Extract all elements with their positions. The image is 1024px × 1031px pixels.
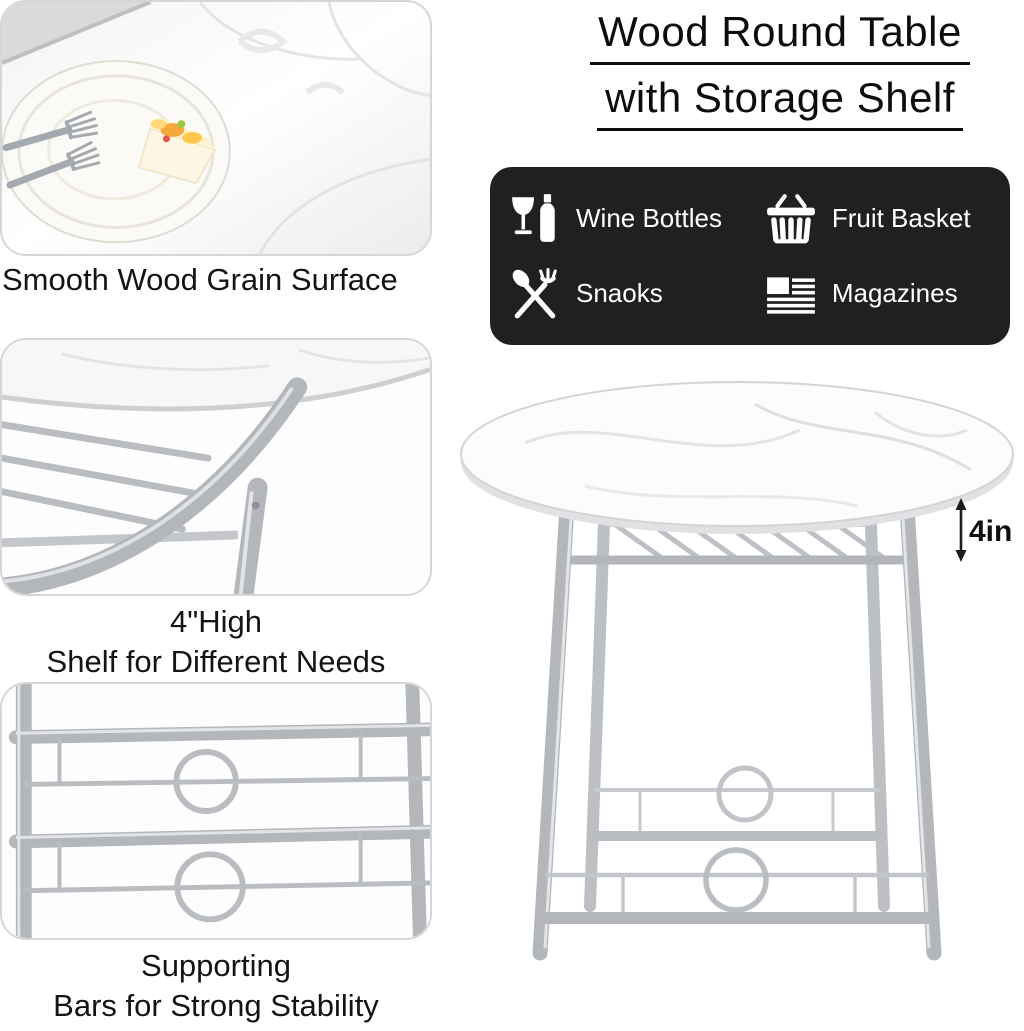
feature-label: Magazines [831,278,958,308]
surface-photo-art [2,2,430,254]
dimension-label: 4in [969,515,1012,548]
shelf-caption: 4"High Shelf for Different Needs [0,602,432,682]
shelf-photo-art [2,340,430,594]
shelf-caption-line-1: 4"High [169,604,262,639]
thin-rails-and-rings [23,733,430,923]
shelf-photo [0,338,432,596]
bars-caption-line-2: Bars for Strong Stability [53,988,379,1023]
bars-caption: Supporting Bars for Strong Stability [0,946,432,1026]
product-art: 4in [460,381,1014,961]
back-support-bars [587,765,887,841]
page-title: Wood Round Table with Storage Shelf [545,8,1015,132]
table-leg [233,477,268,594]
bars-photo [0,682,432,940]
dimension-annotation: 4in [955,498,1012,562]
bars-caption-line-1: Supporting [141,948,291,983]
features-panel: Wine Bottles [490,167,1010,345]
feature-label: Fruit Basket [831,203,971,233]
marble-swirls [237,28,345,95]
feature-label: Snaoks [576,278,663,308]
feature-label: Wine Bottles [576,203,722,233]
feature-magazines: Magazines [764,256,1000,331]
feature-snacks: Snaoks [508,256,764,331]
title-line-2: with Storage Shelf [597,74,963,132]
marble-top-underside [2,340,430,412]
front-support-bars [536,847,938,924]
bars-photo-art [2,684,430,938]
feature-wine-bottles: Wine Bottles [508,181,764,256]
fruit-basket-icon [764,192,818,246]
spoon-fork-icon [508,267,562,321]
magazines-flag-icon [764,267,818,321]
decor-ring [174,851,246,923]
side-rail [2,530,238,548]
marble-veins [198,2,430,254]
surface-caption: Smooth Wood Grain Surface [2,262,398,297]
surface-photo [0,0,432,256]
cake-slice [137,118,217,185]
product-photo: 4in [455,378,1015,970]
table-top [460,381,1014,534]
curved-support-tube [2,377,308,594]
feature-fruit-basket: Fruit Basket [764,181,1000,256]
support-bars [8,684,430,938]
title-line-1: Wood Round Table [590,8,970,66]
wine-glass-bottle-icon [508,192,562,246]
bar-highlights [15,684,430,938]
decor-ring [173,748,239,814]
shelf-caption-line-2: Shelf for Different Needs [46,644,386,679]
